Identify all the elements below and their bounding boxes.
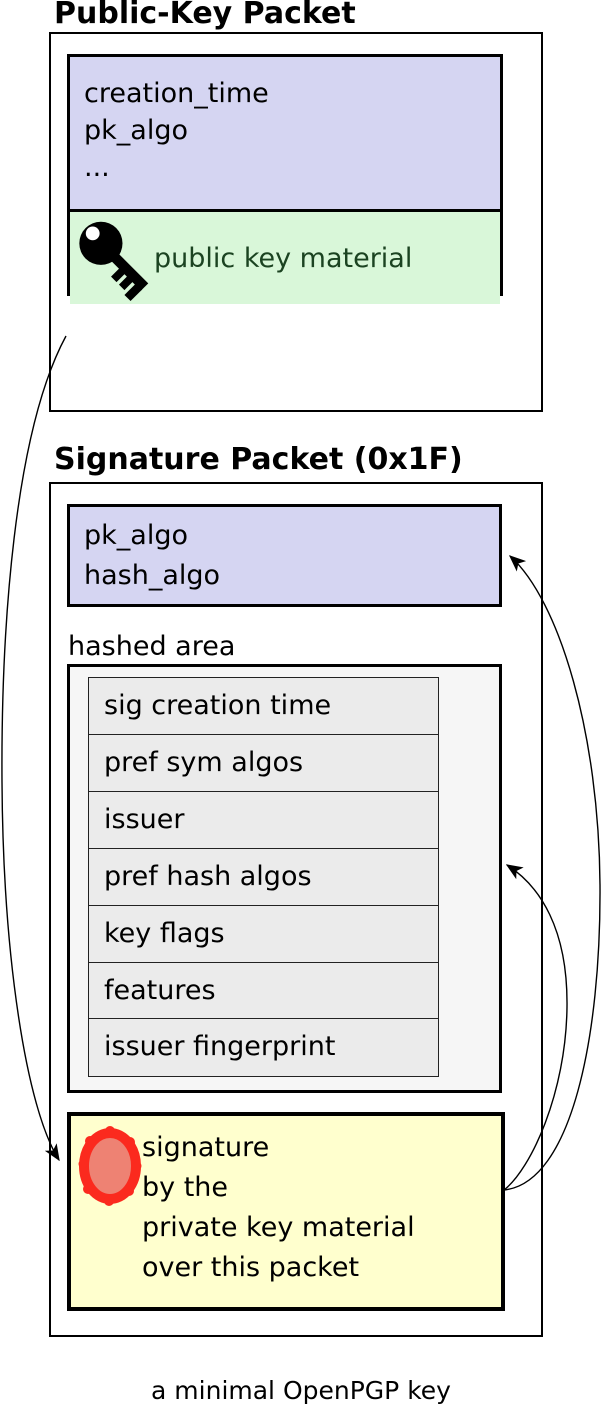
subpacket-row: pref hash algos <box>88 847 439 907</box>
public-key-packet-inner: creation_time pk_algo ... public key mat… <box>67 54 503 304</box>
signature-line: over this packet <box>142 1252 360 1283</box>
subpacket-row: issuer fingerprint <box>88 1018 439 1077</box>
public-key-material-section: public key material <box>70 209 500 304</box>
subpacket-row: sig creation time <box>88 677 439 736</box>
signature-description: signature by the private key material ov… <box>142 1128 415 1288</box>
subpacket-row: issuer <box>88 790 439 850</box>
hashed-area-box: sig creation time pref sym algos issuer … <box>67 664 502 1093</box>
subpacket-row: key flags <box>88 904 439 963</box>
public-key-packet-title: Public-Key Packet <box>54 0 356 31</box>
hashed-area-label: hashed area <box>68 631 236 662</box>
field-sig-pk-algo: pk_algo <box>84 520 188 551</box>
public-key-material-label: public key material <box>154 242 413 274</box>
key-icon <box>79 221 149 302</box>
signature-line: private key material <box>142 1212 415 1243</box>
signature-header-fields: pk_algo hash_algo <box>67 504 502 607</box>
field-pk-algo: pk_algo <box>84 115 188 146</box>
seal-icon <box>78 1126 142 1206</box>
signature-packet-title: Signature Packet (0x1F) <box>54 442 463 477</box>
signature-value-box: signature by the private key material ov… <box>67 1112 505 1311</box>
caption: a minimal OpenPGP key <box>151 1376 451 1405</box>
subpacket-row: features <box>88 961 439 1020</box>
field-ellipsis: ... <box>84 152 110 183</box>
subpacket-list: sig creation time pref sym algos issuer … <box>88 677 439 1077</box>
subpacket-row: pref sym algos <box>88 733 439 793</box>
field-creation-time: creation_time <box>84 78 269 109</box>
seal-icon-shape <box>78 1126 142 1206</box>
signature-line: by the <box>142 1172 229 1203</box>
field-sig-hash-algo: hash_algo <box>84 560 221 591</box>
signature-line: signature <box>142 1132 270 1163</box>
key-icon-shape <box>79 221 149 302</box>
public-key-header-fields: creation_time pk_algo ... <box>70 57 500 209</box>
